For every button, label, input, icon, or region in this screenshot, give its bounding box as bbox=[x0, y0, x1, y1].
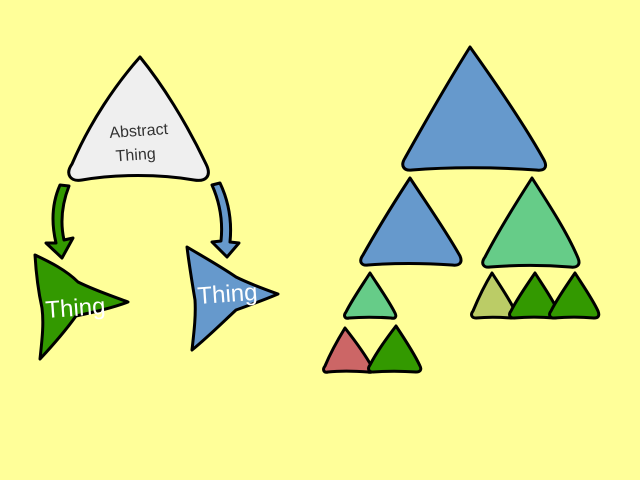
tree-right-child-green-triangle-2 bbox=[548, 271, 601, 320]
abstraction-group: Abstract Thing Thing Thing bbox=[33, 55, 280, 361]
tree-left-child-triangle bbox=[343, 271, 398, 320]
green-thing-label: Thing bbox=[45, 293, 107, 324]
abstract-thing-label-line2: Thing bbox=[115, 146, 156, 166]
tree-level1-left-triangle bbox=[359, 176, 463, 267]
tree-left-grandchild-green-triangle bbox=[367, 324, 423, 374]
blue-thing-label: Thing bbox=[197, 279, 259, 310]
green-thing-shape bbox=[33, 253, 130, 361]
tree-root-triangle bbox=[401, 45, 548, 172]
blue-thing-shape bbox=[185, 245, 280, 352]
thing-tree bbox=[322, 45, 601, 374]
abstract-thing-label-line1: Abstract bbox=[109, 121, 169, 142]
abstract-thing-triangle bbox=[67, 55, 210, 182]
tree-level1-right-triangle bbox=[481, 176, 581, 269]
arrow-to-blue-thing bbox=[210, 181, 241, 259]
arrow-to-green-thing bbox=[44, 183, 75, 260]
